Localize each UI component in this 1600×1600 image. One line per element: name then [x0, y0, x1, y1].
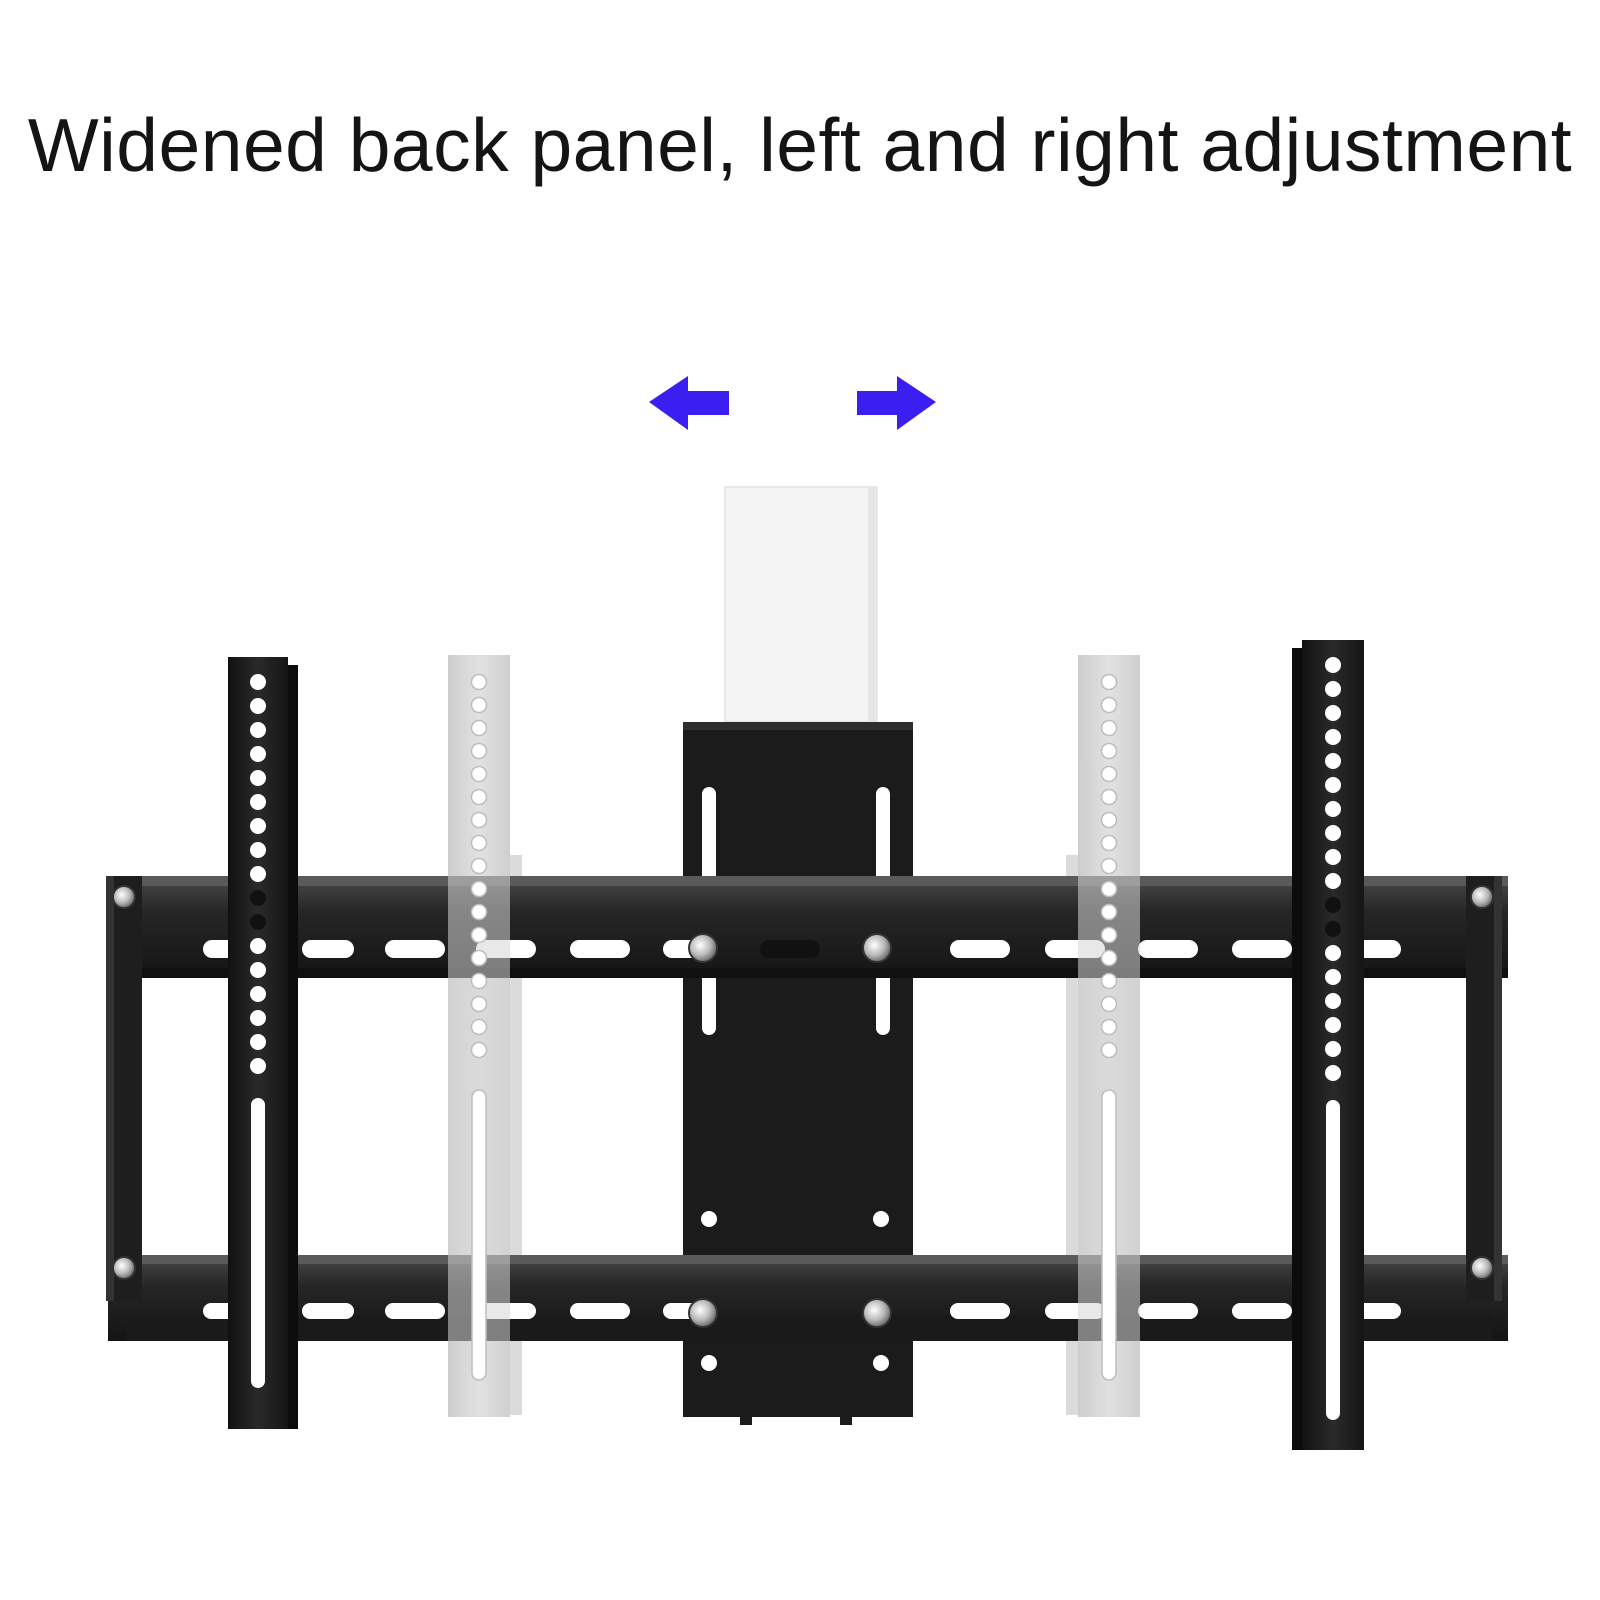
- top-rail: [108, 876, 1508, 978]
- right-end-bracket: [1466, 876, 1502, 1301]
- right-arm: [1292, 640, 1364, 1450]
- caption: Widened back panel, left and right adjus…: [27, 103, 1573, 187]
- ghost-arm-right-holes: [1100, 673, 1118, 1381]
- vertical-column: [724, 486, 878, 723]
- ghost-arm-left-holes: [470, 673, 488, 1381]
- top-rail-slots: [203, 940, 1401, 958]
- arrow-left-icon: [649, 376, 729, 430]
- bottom-rail: [108, 1255, 1508, 1341]
- arrow-right-icon: [857, 376, 936, 430]
- screws: [112, 885, 1494, 1328]
- left-arm: [228, 657, 298, 1429]
- bottom-rail-slots: [203, 1303, 1401, 1319]
- left-end-bracket: [106, 876, 142, 1301]
